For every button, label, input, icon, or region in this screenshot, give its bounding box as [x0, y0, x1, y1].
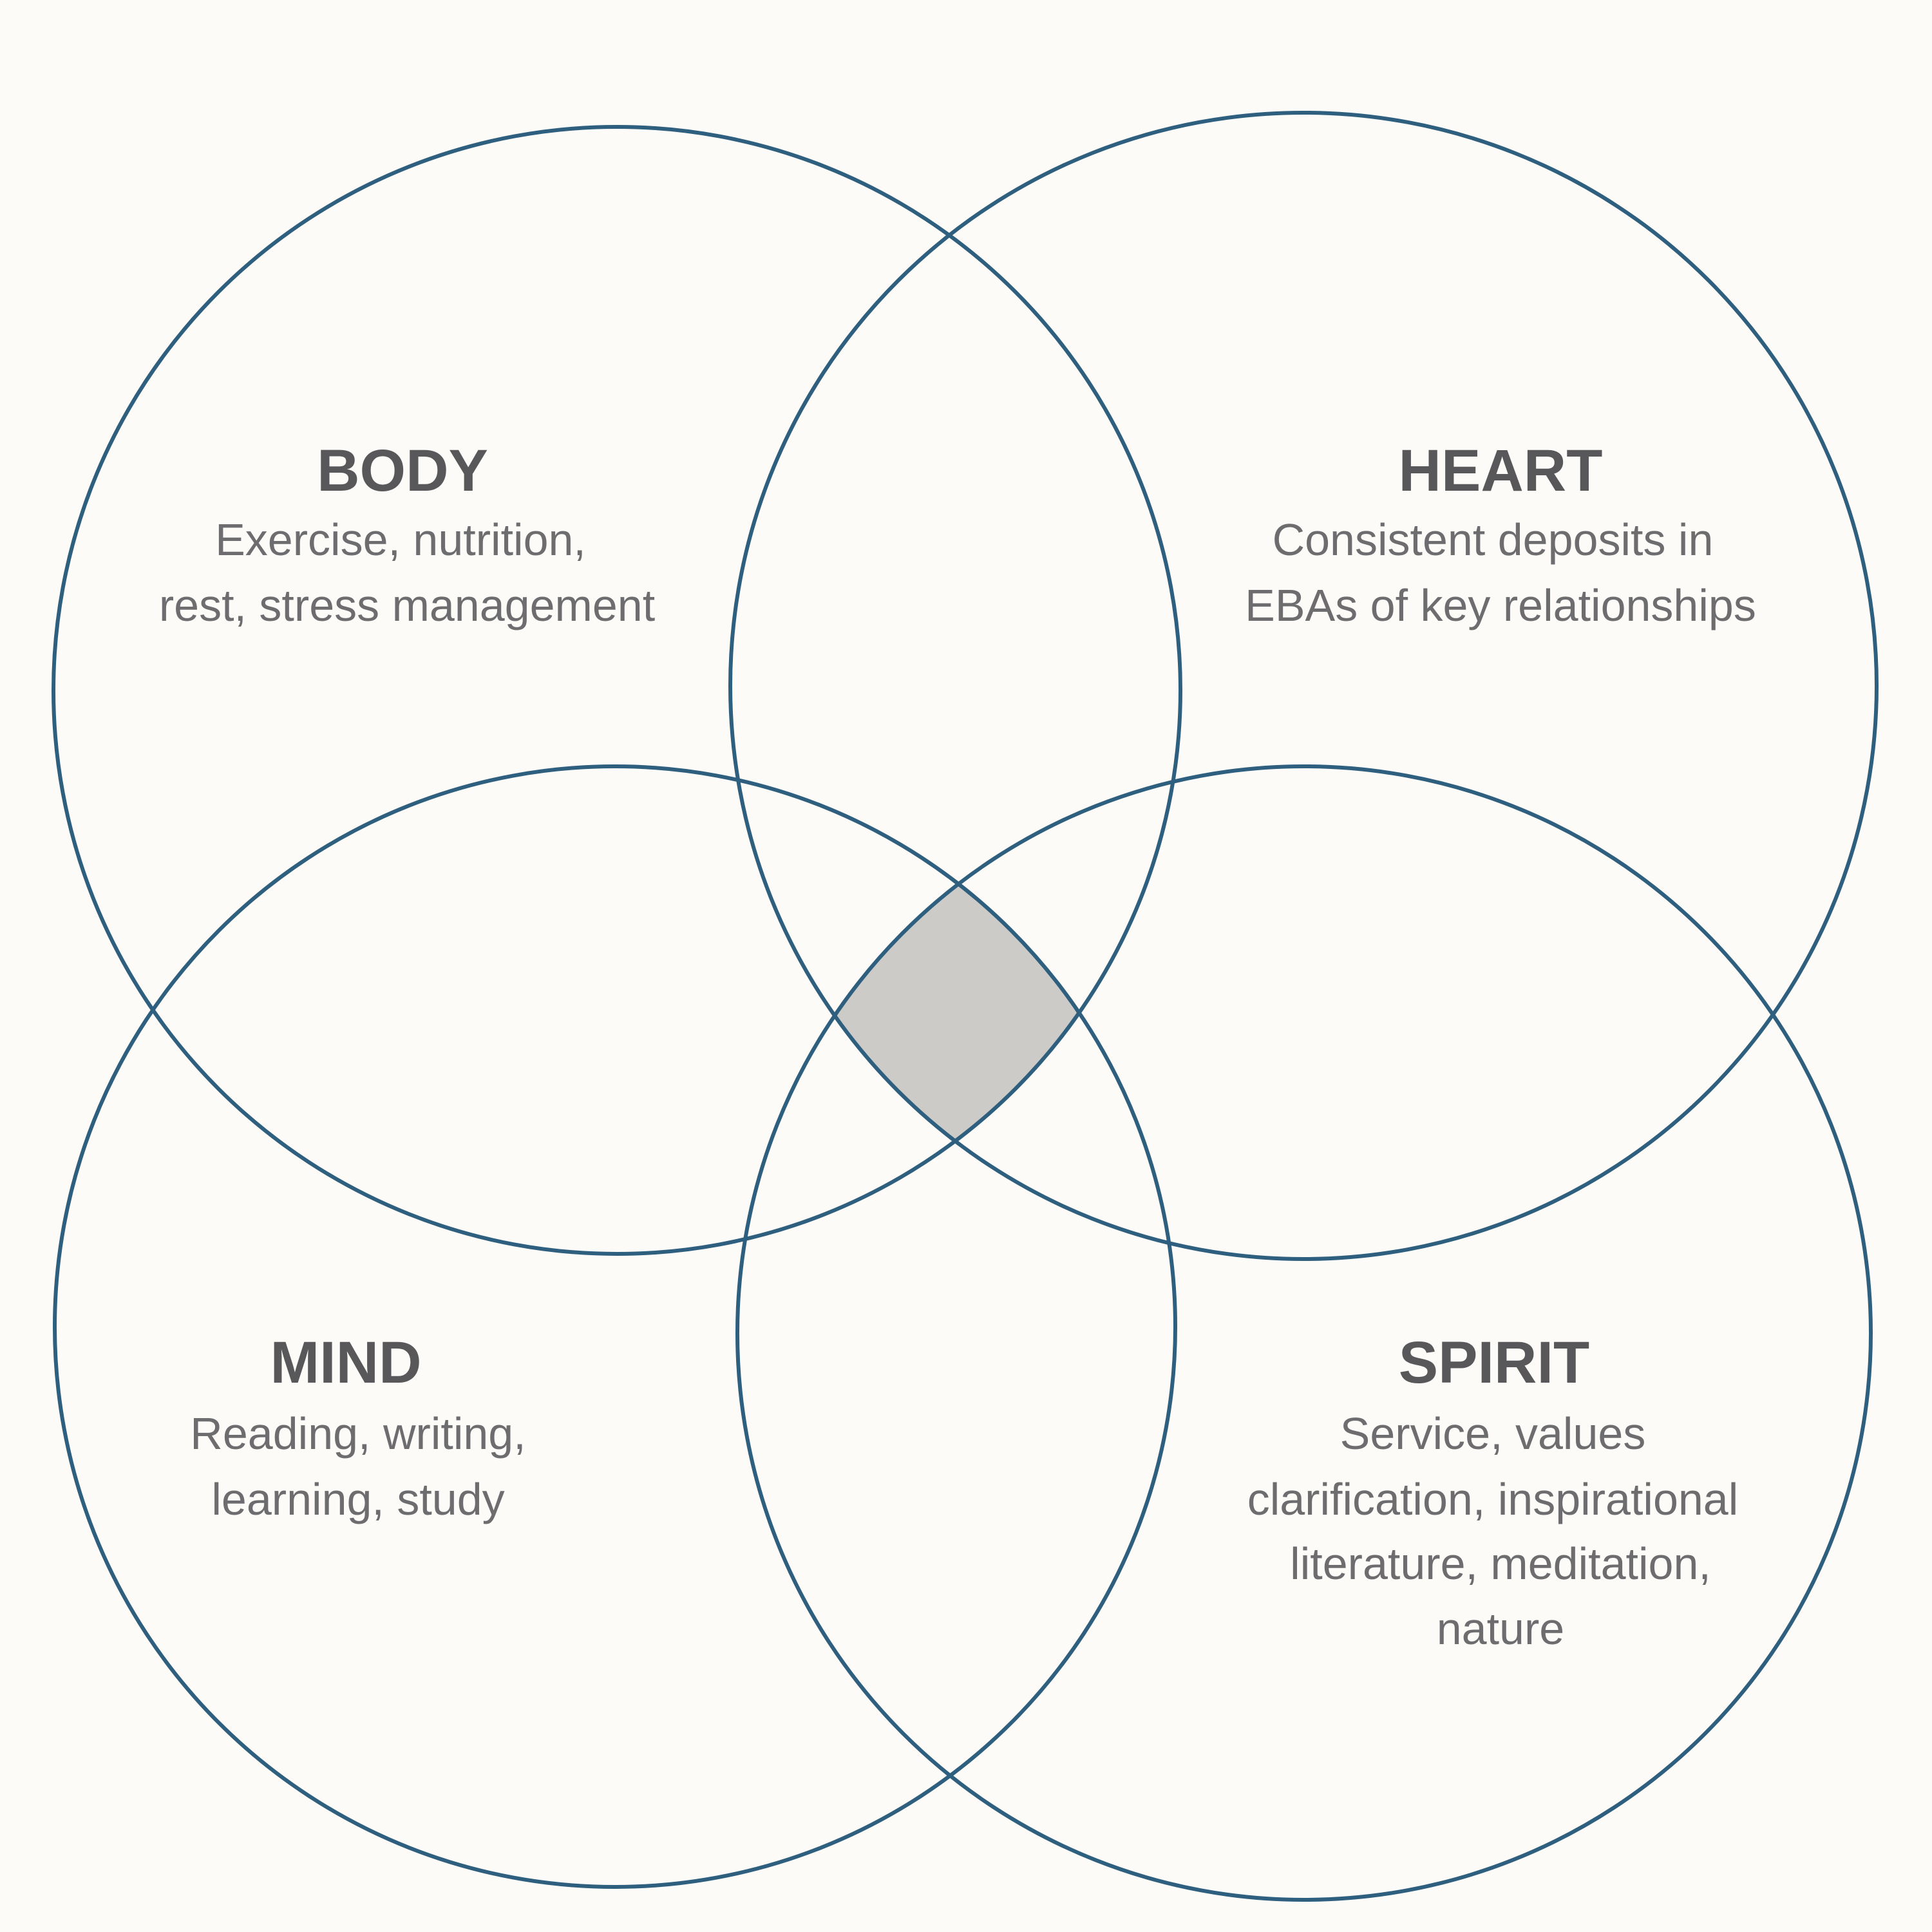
heart-desc-line-2: EBAs of key relationships — [1245, 580, 1756, 630]
heart-circle — [728, 111, 1879, 1261]
body-circle — [52, 125, 1182, 1256]
spirit-title: SPIRIT — [1399, 1330, 1589, 1396]
body-desc-line-2: rest, stress management — [159, 580, 655, 630]
mind-desc-line-2: learning, study — [211, 1474, 504, 1524]
spirit-circle — [735, 764, 1873, 1902]
spirit-desc-line-4: nature — [1437, 1604, 1564, 1654]
spirit-desc-line-2: clarification, inspirational — [1247, 1474, 1739, 1524]
mind-desc-line-1: Reading, writing, — [190, 1408, 526, 1459]
body-title: BODY — [317, 438, 488, 504]
mind-circle — [53, 764, 1177, 1889]
heart-title: HEART — [1399, 438, 1603, 504]
body-desc-line-1: Exercise, nutrition, — [215, 515, 586, 565]
mind-title: MIND — [270, 1330, 421, 1396]
spirit-desc-line-3: literature, meditation, — [1290, 1539, 1711, 1589]
heart-desc-line-1: Consistent deposits in — [1273, 515, 1714, 565]
spirit-desc-line-1: Service, values — [1340, 1408, 1646, 1459]
